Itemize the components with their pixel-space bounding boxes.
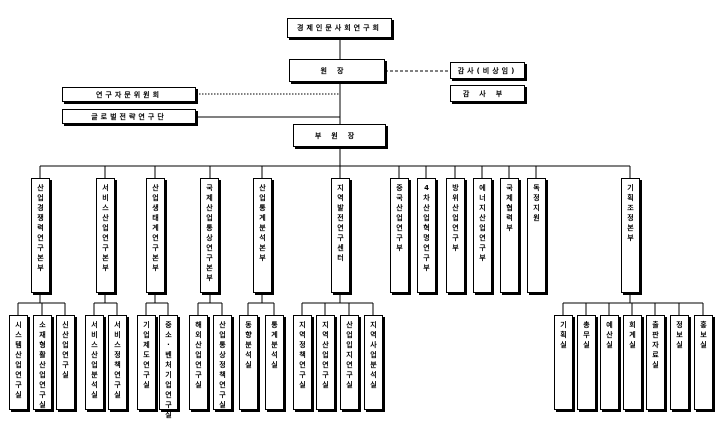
office-regional-business: 지역사업분석실 — [364, 315, 383, 410]
office-trend-analysis: 동향분석실 — [239, 315, 258, 410]
advisory-committee-box: 연구자문위원회 — [62, 87, 196, 102]
vice-president-box: 부원장 — [293, 124, 386, 147]
office-corporate-system: 기업제도연구실 — [137, 315, 156, 410]
office-system-industry: 시스템산업연구실 — [9, 315, 28, 410]
office-publication: 출판자료실 — [646, 315, 665, 410]
office-general-affairs: 총무실 — [577, 315, 596, 410]
division-support: 독정지원 — [527, 178, 546, 293]
division-china-industry: 중국산업연구부 — [390, 178, 409, 293]
office-materials-industry: 소재형활산업연구실 — [33, 315, 52, 410]
office-trade-policy: 산업통상정책연구실 — [213, 315, 232, 410]
president-box: 원장 — [289, 59, 385, 82]
audit-office-box: 감사부 — [450, 85, 525, 102]
office-service-policy: 서비스정책연구실 — [108, 315, 127, 410]
division-defense-industry: 방위산업연구부 — [446, 178, 465, 293]
division-planning: 기획조정본부 — [621, 178, 640, 293]
office-information: 정보실 — [670, 315, 689, 410]
division-industry-ecosystem: 산업생태계연구본부 — [146, 178, 165, 293]
office-public-relations: 홍보실 — [694, 315, 713, 410]
division-energy-industry: 에너지산업연구부 — [473, 178, 492, 293]
division-industry-competitiveness: 산업경쟁력연구본부 — [31, 178, 50, 293]
global-strategy-box: 글로벌전략연구단 — [62, 109, 196, 124]
office-regional-industry: 지역산업연구실 — [316, 315, 335, 410]
office-regional-policy: 지역정책연구실 — [293, 315, 312, 410]
division-international-cooperation: 국제협력부 — [500, 178, 519, 293]
office-budget: 예산실 — [600, 315, 619, 410]
division-4th-industrial: 4차산업혁명연구부 — [417, 178, 436, 293]
office-industrial-location: 산업입지연구실 — [340, 315, 359, 410]
office-sme-venture: 중소·벤처기업연구실 — [159, 315, 178, 419]
auditor-box: 감사(비상임) — [450, 62, 525, 79]
division-statistics: 산업통계분석본부 — [253, 178, 272, 293]
office-planning: 기획실 — [554, 315, 573, 410]
office-new-industry: 신산업연구실 — [56, 315, 75, 410]
office-service-analysis: 서비스산업분석실 — [85, 315, 104, 410]
division-service-industry: 서비스산업연구본부 — [96, 178, 115, 293]
office-accounting: 회계실 — [623, 315, 642, 410]
council-box: 경제인문사회연구회 — [287, 18, 392, 38]
office-overseas-industry: 해외산업연구실 — [189, 315, 208, 410]
office-statistical-analysis: 통계분석실 — [265, 315, 284, 410]
division-international-trade: 국제산업통상연구본부 — [200, 178, 219, 293]
division-regional-center: 지역발전연구센터 — [331, 178, 350, 293]
